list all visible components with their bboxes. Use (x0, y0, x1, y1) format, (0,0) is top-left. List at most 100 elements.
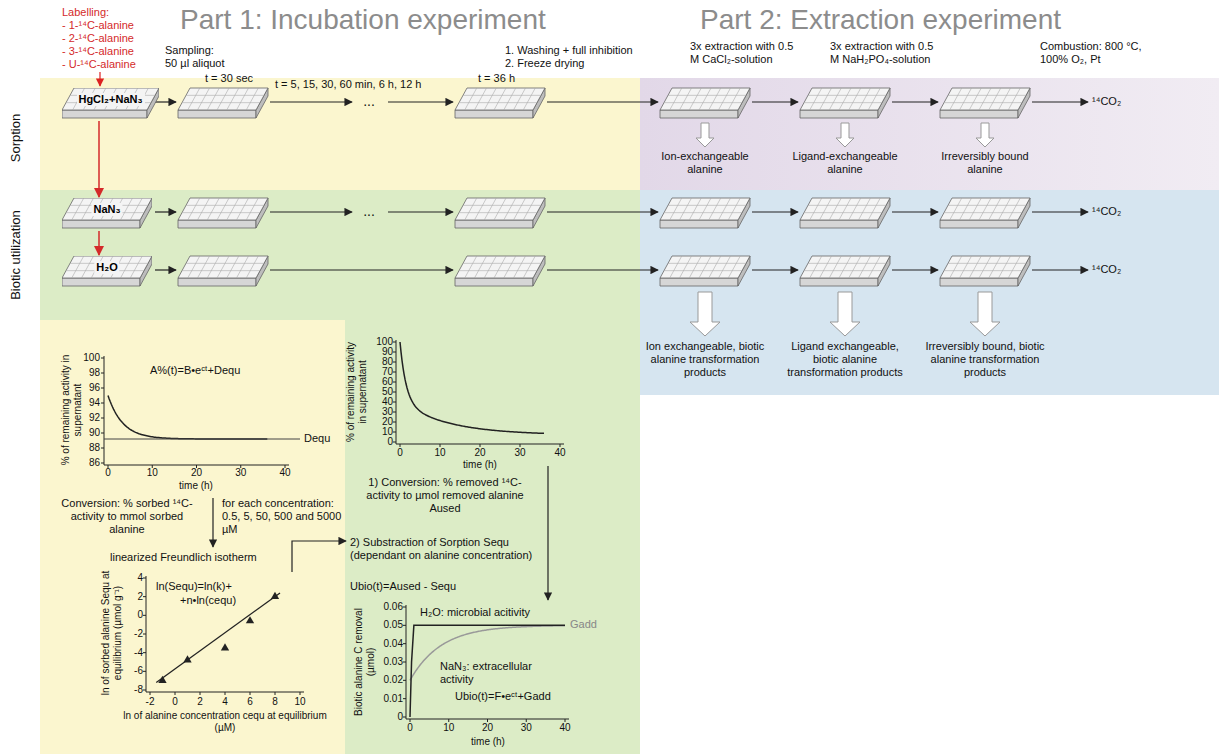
biotic-panel (40, 190, 640, 320)
data-point (271, 592, 279, 599)
figure-part (699, 256, 711, 278)
figure-part (960, 88, 972, 110)
figure-part (689, 88, 701, 110)
label-text: linearized Freundlich isotherm (110, 551, 257, 564)
axis-title: time (h) (463, 459, 497, 471)
tick-mark (393, 392, 396, 393)
tick-mark (101, 418, 104, 419)
figure-part (999, 88, 1011, 110)
tick-label: 100 (83, 352, 100, 364)
tick-label: 0.02 (384, 674, 403, 686)
row-label: Biotic utilization (8, 210, 24, 300)
flow-arrow (155, 211, 176, 212)
tick-mark (250, 692, 251, 695)
tick-mark (520, 444, 521, 447)
figure-part (940, 278, 1018, 286)
part-heading: Part 1: Incubation experiment (180, 3, 546, 37)
figure-part (178, 256, 268, 278)
figure-part (178, 88, 268, 110)
tick-mark (403, 643, 406, 644)
label-text: 3x extraction with 0.5 M CaCl₂-solution (690, 40, 802, 66)
figure-part (800, 198, 890, 220)
figure-part (948, 263, 1026, 264)
labelling-item: - U-¹⁴C-alanine (62, 58, 136, 71)
fraction-arrow (970, 292, 1000, 336)
figure-part (849, 88, 861, 110)
tick-mark (225, 692, 226, 695)
figure-part (1008, 88, 1020, 110)
figure-part (465, 198, 477, 220)
figure-part (969, 198, 981, 220)
data-point (183, 655, 191, 662)
axis-title: % of remaining activity in supernatant (345, 337, 369, 447)
curve-label: Gadd (570, 619, 597, 632)
tick-mark (393, 402, 396, 403)
flow-arrow (892, 101, 938, 102)
tick-label: 90 (89, 427, 100, 439)
data-point (221, 643, 229, 650)
sample-slab: HgCl₂+NaN₃ (62, 88, 159, 120)
fraction-arrow (836, 123, 854, 147)
fraction-arrow (830, 292, 860, 336)
figure-part (475, 256, 487, 278)
tick-mark (143, 690, 146, 691)
tick-mark (200, 692, 201, 695)
figure-part (849, 198, 861, 220)
figure-part (182, 212, 260, 213)
figure-part (979, 256, 991, 278)
tick-mark (403, 698, 406, 699)
label-text: ... (363, 203, 375, 220)
flow-arrow (1032, 211, 1088, 212)
axis-title: ln of sorbed alanine Sequ at equilibrium… (100, 558, 124, 708)
flow-arrow (270, 269, 453, 270)
label-text: t = 30 sec (205, 72, 253, 85)
figure-part (820, 198, 832, 220)
tick-mark (403, 607, 406, 608)
soil-slab (940, 256, 1030, 286)
label-text: 1) Conversion: % removed ¹⁴C-activity to… (360, 476, 530, 516)
figure-part (839, 198, 851, 220)
figure-part (999, 198, 1011, 220)
tick-label: 0.05 (384, 619, 403, 631)
tick-mark (393, 432, 396, 433)
labelling-heading: Labelling: (62, 6, 109, 19)
soil-slab (455, 256, 545, 286)
figure-part (198, 88, 210, 110)
figure-part (523, 198, 535, 220)
figure-part (178, 278, 256, 286)
figure-part (494, 198, 506, 220)
soil-slab (178, 256, 268, 286)
chart-axes (146, 576, 304, 692)
node-text: H₂O (94, 261, 119, 274)
equilibrium-line (104, 439, 300, 440)
tick-label: 0 (387, 436, 393, 448)
label-text: for each concentration: 0.5, 5, 50, 500 … (222, 497, 342, 537)
flow-arrow (547, 211, 658, 212)
fit-line (156, 593, 280, 683)
figure-part (178, 220, 256, 228)
figure-part (989, 256, 1001, 278)
figure-part (514, 88, 526, 110)
tick-label: 30 (521, 722, 532, 734)
soil-slab (800, 198, 890, 228)
tick-label: 20 (191, 467, 202, 479)
figure-part (227, 256, 239, 278)
flow-arrow (270, 211, 352, 212)
flow-arrow (547, 269, 658, 270)
sorption-extraction-panel (640, 78, 1219, 190)
tick-label: 10 (434, 447, 445, 459)
fraction-label: Ion-exchangeable alanine (649, 150, 761, 176)
tick-mark (101, 403, 104, 404)
figure-part (227, 88, 239, 110)
figure-part (944, 270, 1022, 271)
tick-label: -8 (134, 684, 143, 696)
figure-part (948, 95, 1026, 96)
figure-part (188, 256, 200, 278)
figure-part (207, 88, 219, 110)
part-heading: Part 2: Extraction experiment (700, 3, 1061, 37)
figure-part (463, 205, 541, 206)
tick-mark (143, 615, 146, 616)
tick-mark (393, 422, 396, 423)
figure-part (475, 198, 487, 220)
tick-mark (101, 448, 104, 449)
